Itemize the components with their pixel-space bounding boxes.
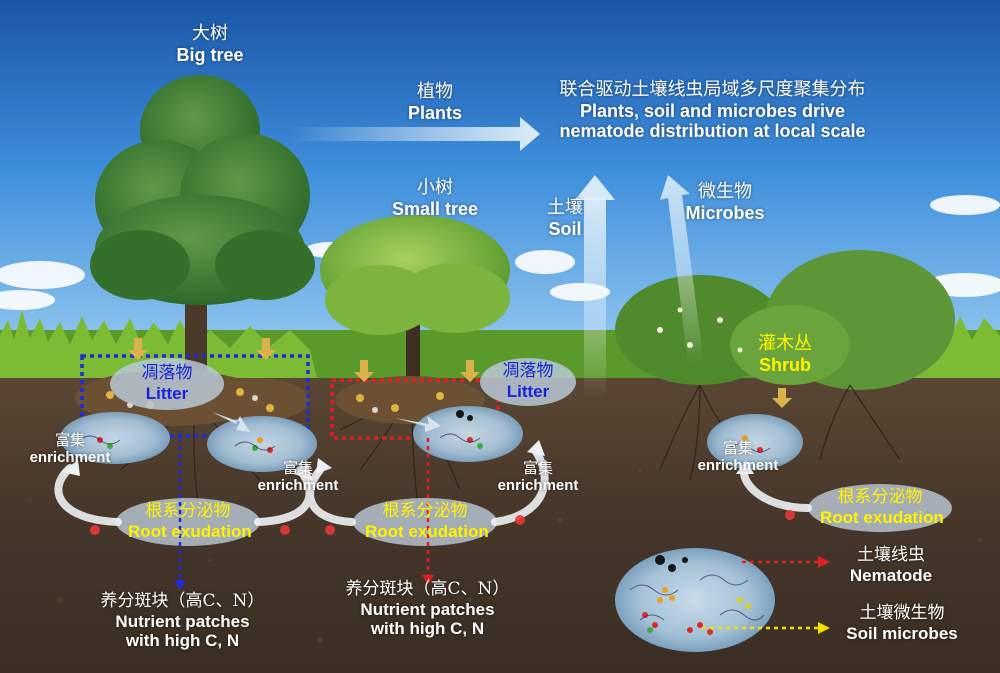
- nutrient-label-left: 养分斑块（高C、N） Nutrient patches with high C,…: [95, 591, 270, 651]
- enrichment-label-b-zh: 富集: [282, 459, 313, 477]
- soil-label: 土壤 Soil: [535, 197, 595, 239]
- shrub-label: 灌木丛 Shrub: [740, 333, 830, 375]
- root-exudation-left-zh: 根系分泌物: [145, 501, 231, 521]
- enrichment-label-b-en: enrichment: [257, 477, 339, 495]
- root-exudation-mid-en: Root exudation: [365, 521, 489, 541]
- shrub-label-zh: 灌木丛: [758, 333, 812, 354]
- nutrient-left-en-1: Nutrient patches: [115, 611, 250, 631]
- big-tree: [90, 75, 315, 390]
- nematode-label-zh: 土壤线虫: [857, 545, 925, 565]
- soil-label-en: Soil: [548, 218, 582, 239]
- plants-label: 植物 Plants: [395, 81, 475, 123]
- nutrient-label-mid: 养分斑块（高C、N） Nutrient patches with high C,…: [340, 579, 515, 639]
- enrichment-label-d: 富集 enrichment: [688, 439, 788, 475]
- root-exudation-mid-zh: 根系分泌物: [382, 501, 468, 521]
- shrub-label-en: Shrub: [759, 354, 811, 375]
- big-tree-litter-box: [80, 354, 310, 438]
- nematode-label-en: Nematode: [849, 565, 933, 585]
- soil-microbes-label-en: Soil microbes: [846, 623, 958, 643]
- litter-label-big-tree: 凋落物 Litter: [125, 363, 209, 403]
- exudation-arrowheads: [62, 440, 754, 480]
- enrichment-label-a: 富集 enrichment: [20, 431, 120, 467]
- big-tree-label-zh: 大树: [192, 23, 228, 44]
- microbes-label: 微生物 Microbes: [675, 181, 775, 223]
- litter-label-small-tree-en: Litter: [506, 381, 550, 401]
- nutrient-mid-en-2: with high C, N: [370, 619, 485, 639]
- enrichment-label-d-zh: 富集: [722, 439, 753, 457]
- soil-label-zh: 土壤: [547, 197, 583, 218]
- conclusion-label-en-1: Plants, soil and microbes drive: [579, 100, 846, 121]
- shrub: [615, 250, 955, 390]
- plants-label-en: Plants: [407, 102, 463, 123]
- small-tree: [320, 215, 510, 390]
- root-exudation-right-zh: 根系分泌物: [837, 487, 923, 507]
- enrichment-label-b: 富集 enrichment: [248, 459, 348, 495]
- root-exudation-ovals: [110, 358, 952, 546]
- litter-label-big-tree-zh: 凋落物: [141, 363, 193, 383]
- driver-arrows: [290, 117, 703, 398]
- microbes-label-zh: 微生物: [698, 181, 752, 202]
- soil-microbes-label-zh: 土壤微生物: [859, 603, 945, 623]
- litter-label-big-tree-en: Litter: [145, 383, 189, 403]
- root-exudation-label-mid: 根系分泌物 Root exudation: [365, 501, 489, 541]
- nutrient-mid-zh: 养分斑块（高C、N）: [345, 579, 510, 599]
- root-exudation-right-en: Root exudation: [820, 507, 944, 527]
- nematode-label: 土壤线虫 Nematode: [836, 545, 946, 585]
- litter-label-small-tree-zh: 凋落物: [502, 361, 554, 381]
- conclusion-label: 联合驱动土壤线虫局域多尺度聚集分布 Plants, soil and micro…: [535, 79, 890, 142]
- nutrient-mid-en-1: Nutrient patches: [360, 599, 495, 619]
- big-tree-label: 大树 Big tree: [150, 23, 270, 65]
- nutrient-left-en-2: with high C, N: [125, 631, 240, 651]
- enrichment-label-d-en: enrichment: [697, 457, 779, 475]
- small-tree-label: 小树 Small tree: [375, 177, 495, 219]
- enrichment-label-a-zh: 富集: [54, 431, 85, 449]
- litter-fall-arrows: [128, 338, 792, 408]
- enrichment-label-a-en: enrichment: [29, 449, 111, 467]
- conclusion-label-zh: 联合驱动土壤线虫局域多尺度聚集分布: [559, 79, 866, 100]
- enrichment-label-c-zh: 富集: [522, 459, 553, 477]
- conclusion-label-en-2: nematode distribution at local scale: [559, 121, 866, 142]
- small-tree-label-en: Small tree: [391, 198, 479, 219]
- enrichment-label-c-en: enrichment: [497, 477, 579, 495]
- litter-label-small-tree: 凋落物 Litter: [488, 361, 568, 401]
- root-exudation-left-en: Root exudation: [128, 521, 252, 541]
- bubble-contents: [79, 410, 771, 635]
- small-tree-label-zh: 小树: [417, 177, 453, 198]
- plants-label-zh: 植物: [417, 81, 453, 102]
- root-exudation-label-left: 根系分泌物 Root exudation: [128, 501, 252, 541]
- leader-arrowheads: [174, 556, 830, 634]
- microbes-label-en: Microbes: [685, 202, 765, 223]
- big-tree-label-en: Big tree: [176, 44, 244, 65]
- enrichment-label-c: 富集 enrichment: [488, 459, 588, 495]
- soil-microbes-label: 土壤微生物 Soil microbes: [832, 603, 972, 643]
- zoom-bubble: [615, 548, 775, 652]
- root-exudation-label-right: 根系分泌物 Root exudation: [820, 487, 944, 527]
- nutrient-left-zh: 养分斑块（高C、N）: [100, 591, 265, 611]
